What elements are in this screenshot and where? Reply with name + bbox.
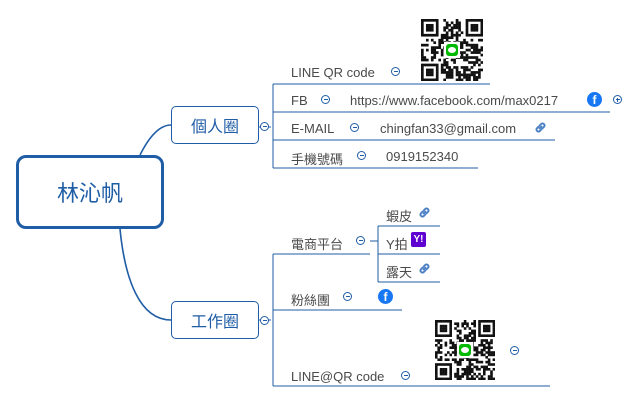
qr-code-icon [421, 19, 483, 81]
collapse-ecommerce-toggle[interactable] [356, 236, 365, 245]
ecommerce-child-shopee: 蝦皮 [386, 209, 413, 224]
collapse-line-qr-toggle[interactable] [391, 67, 400, 76]
collapse-phone-toggle[interactable] [357, 151, 366, 160]
collapse-work-toggle[interactable] [260, 316, 269, 325]
collapse-personal-toggle[interactable] [260, 122, 269, 131]
ecommerce-label: 電商平台 [291, 237, 344, 252]
branch-work[interactable]: 工作圈 [171, 301, 259, 339]
line-at-qr-label: LINE@QR code [291, 369, 385, 384]
ecommerce-child-ruten: 露天 [386, 265, 413, 280]
branch-personal-label: 個人圈 [190, 117, 239, 136]
branch-personal[interactable]: 個人圈 [171, 106, 259, 144]
collapse-fanpage-toggle[interactable] [343, 292, 352, 301]
fb-url[interactable]: https://www.facebook.com/max0217 [350, 93, 559, 108]
root-label: 林沁帆 [56, 182, 123, 207]
link-icon[interactable] [417, 261, 432, 276]
collapse-line-at-qr-toggle[interactable] [401, 371, 410, 380]
facebook-icon[interactable]: f [378, 289, 393, 304]
expand-fb-toggle[interactable] [613, 95, 622, 104]
link-icon[interactable] [417, 205, 432, 220]
fb-label: FB [291, 93, 308, 108]
phone-label: 手機號碼 [291, 152, 344, 167]
collapse-fb-toggle[interactable] [321, 95, 330, 104]
branch-work-label: 工作圈 [190, 312, 239, 331]
qr-code-icon [435, 320, 495, 380]
email-value[interactable]: chingfan33@gmail.com [380, 121, 517, 136]
yahoo-icon[interactable]: Y! [411, 232, 426, 247]
collapse-email-toggle[interactable] [350, 123, 359, 132]
facebook-icon[interactable]: f [587, 92, 602, 107]
ecommerce-child-yahoo: Y拍 [386, 237, 408, 252]
root-node[interactable]: 林沁帆 [16, 155, 164, 229]
email-label: E-MAIL [291, 121, 335, 136]
phone-value[interactable]: 0919152340 [386, 149, 459, 164]
line-qr-label: LINE QR code [291, 65, 375, 80]
fanpage-label: 粉絲團 [291, 293, 331, 308]
collapse-qr-image-toggle[interactable] [510, 346, 519, 355]
link-icon[interactable] [533, 120, 548, 135]
